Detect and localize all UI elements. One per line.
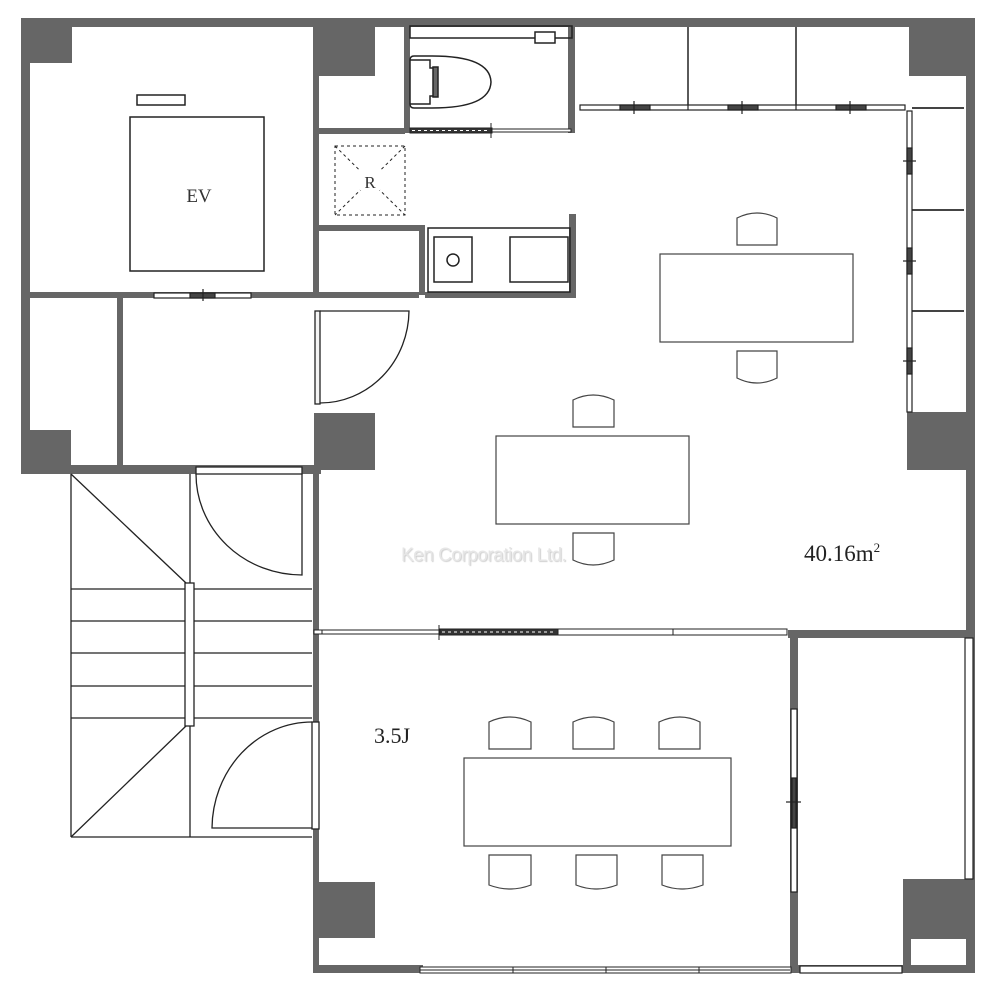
elevator-label: EV [186,186,212,207]
stair-door-bottom [211,721,320,830]
refuse-label: R [364,173,376,192]
column-top-left [21,18,72,63]
main-area-value: 40.16m [804,541,874,566]
storage-sliding-doors-right [903,110,916,413]
meeting-table [463,757,732,847]
meeting-room-side-door [786,708,801,893]
meeting-room-label: 3.5J [374,723,411,748]
column-mid-right [907,412,975,470]
toilet-door [409,123,572,138]
wall-misc [313,629,323,635]
meeting-chair [575,854,618,890]
office-furniture [495,212,854,566]
meeting-room-windows [419,966,792,974]
balcony-windows [799,637,974,974]
meeting-chair [658,716,701,750]
elevator [129,94,265,272]
storage-sliding-doors-top [579,101,906,114]
kitchen-counter [427,227,571,293]
elevator-door [153,289,252,301]
column-mid-center [314,413,375,470]
toilet [409,25,573,109]
office-chair [736,212,778,246]
storage-partitions [687,27,964,312]
column-top-middle [316,18,375,76]
office-chair [736,350,778,384]
walls [21,18,975,973]
main-area-unit-superscript: 2 [873,540,881,555]
stair-door-top [195,466,303,576]
main-area-label: 40.16m2 [804,540,880,567]
column-top-right [909,18,975,76]
office-chair [572,394,615,428]
office-table-1 [659,253,854,343]
meeting-chair [488,716,532,750]
meeting-chair [488,854,532,890]
office-table-2 [495,435,690,525]
meeting-chair [661,854,704,890]
watermark: Ken Corporation Ltd. [401,545,567,566]
column-bottom-left [314,882,375,938]
meeting-chair [572,716,615,750]
office-chair [572,532,615,566]
column-bottom-right [903,879,975,939]
staircase [70,473,312,838]
meeting-furniture [463,716,732,890]
entrance-door [314,310,410,405]
